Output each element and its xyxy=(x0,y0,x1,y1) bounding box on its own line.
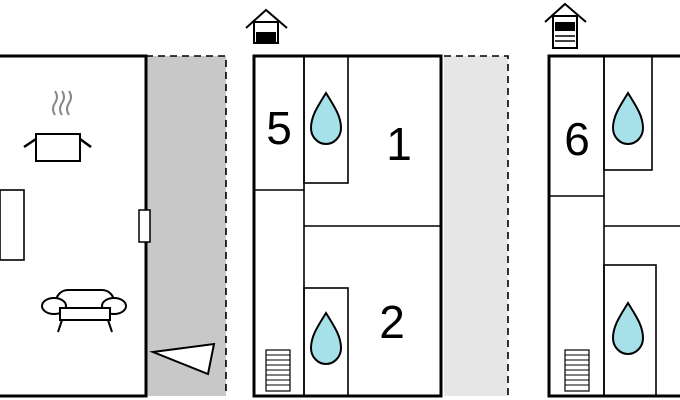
arrow-pointer-icon xyxy=(149,342,216,376)
stairs-icon xyxy=(265,349,291,392)
water-drop-icon xyxy=(309,91,343,146)
terrace-left xyxy=(146,55,227,396)
water-drop-icon xyxy=(611,301,645,356)
room-number-1: 1 xyxy=(386,118,412,170)
sofa-icon xyxy=(41,289,127,333)
unit-right: 6 xyxy=(544,2,680,398)
unit-middle: 5 1 2 xyxy=(245,8,443,398)
unit-left xyxy=(0,54,216,398)
room-number-5: 5 xyxy=(266,102,292,154)
door xyxy=(138,209,151,243)
terrace-middle xyxy=(444,55,509,396)
room-number-6: 6 xyxy=(564,113,590,165)
room-number-2: 2 xyxy=(379,296,405,348)
water-drop-icon xyxy=(611,91,645,146)
house-entrance-icon xyxy=(245,8,288,44)
stairs-icon xyxy=(564,349,590,392)
house-entrance-icon xyxy=(544,2,587,49)
cooking-pot-icon xyxy=(23,90,92,162)
water-drop-icon xyxy=(309,311,343,366)
